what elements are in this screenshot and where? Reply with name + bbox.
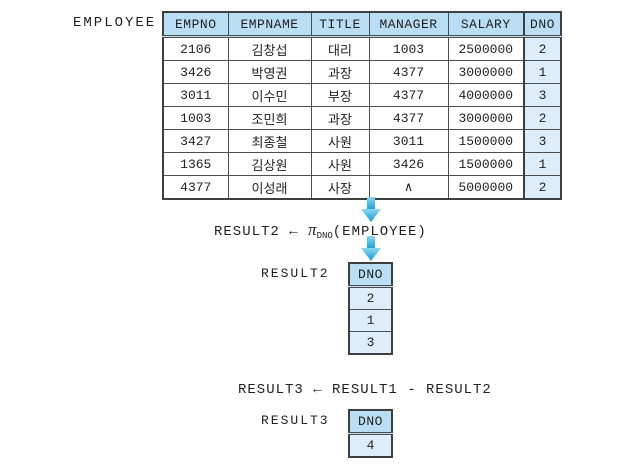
pi-subscript: DNO <box>316 231 333 241</box>
table-cell-dno: 2 <box>523 36 562 61</box>
column-header-dno: DNO <box>348 409 393 435</box>
table-cell: 1500000 <box>447 152 525 176</box>
table-cell: 4000000 <box>447 83 525 107</box>
table-cell-dno: 1 <box>523 152 562 176</box>
employee-header-row: EMPNO EMPNAME TITLE MANAGER SALARY DNO <box>162 11 562 38</box>
table-cell-dno: 4 <box>348 433 393 458</box>
table-row: 4 <box>348 433 393 458</box>
table-cell-dno: 3 <box>523 129 562 153</box>
result3-table: DNO 4 <box>348 409 393 458</box>
table-row: 1 <box>348 309 393 332</box>
table-cell: 박영권 <box>227 60 312 84</box>
table-cell-dno: 3 <box>523 83 562 107</box>
table-cell-dno: 1 <box>523 60 562 84</box>
table-cell-dno: 2 <box>348 286 393 310</box>
table-cell: 사장 <box>310 175 370 200</box>
down-arrow-icon <box>361 236 381 261</box>
column-header-empno: EMPNO <box>162 11 229 38</box>
column-header-salary: SALARY <box>447 11 525 38</box>
table-cell-dno: 2 <box>523 175 562 200</box>
table-cell: 1003 <box>368 36 449 61</box>
table-cell: 1500000 <box>447 129 525 153</box>
result3-relation-label: RESULT3 <box>261 413 330 428</box>
result2-header-row: DNO <box>348 262 393 288</box>
table-row: 3011 이수민 부장 4377 4000000 3 <box>162 83 562 107</box>
table-cell: 3426 <box>162 60 229 84</box>
table-cell: 4377 <box>368 83 449 107</box>
table-row: 3 <box>348 331 393 355</box>
column-header-title: TITLE <box>310 11 370 38</box>
table-row: 2 <box>348 286 393 310</box>
table-cell: 과장 <box>310 106 370 130</box>
table-cell: 부장 <box>310 83 370 107</box>
column-header-empname: EMPNAME <box>227 11 312 38</box>
formula-operand: (EMPLOYEE) <box>332 224 427 240</box>
table-cell: 3427 <box>162 129 229 153</box>
employee-relation-label: EMPLOYEE <box>73 15 157 31</box>
table-cell: 4377 <box>368 106 449 130</box>
table-cell-null-marker: ∧ <box>368 175 449 200</box>
table-row: 1003 조민희 과장 4377 3000000 2 <box>162 106 562 130</box>
column-header-dno: DNO <box>523 11 562 38</box>
assign-arrow: ← <box>289 224 299 240</box>
table-cell: 사원 <box>310 129 370 153</box>
table-cell-dno: 3 <box>348 331 393 355</box>
table-cell: 2106 <box>162 36 229 61</box>
table-cell: 3011 <box>162 83 229 107</box>
table-cell: 3000000 <box>447 106 525 130</box>
table-cell: 이수민 <box>227 83 312 107</box>
table-cell: 5000000 <box>447 175 525 200</box>
table-cell: 사원 <box>310 152 370 176</box>
table-cell: 과장 <box>310 60 370 84</box>
result2-relation-label: RESULT2 <box>261 266 330 281</box>
table-cell: 대리 <box>310 36 370 61</box>
column-header-dno: DNO <box>348 262 393 288</box>
difference-formula: RESULT3 ← RESULT1 - RESULT2 <box>238 382 492 398</box>
table-cell: 김창섭 <box>227 36 312 61</box>
table-row: 2106 김창섭 대리 1003 2500000 2 <box>162 36 562 61</box>
table-row: 4377 이성래 사장 ∧ 5000000 2 <box>162 175 562 200</box>
down-arrow-icon <box>361 197 381 222</box>
table-cell: 김상원 <box>227 152 312 176</box>
result2-table: DNO 2 1 3 <box>348 262 393 355</box>
result3-header-row: DNO <box>348 409 393 435</box>
table-cell: 3000000 <box>447 60 525 84</box>
table-cell-dno: 1 <box>348 309 393 332</box>
table-cell: 3426 <box>368 152 449 176</box>
projection-formula: RESULT2 ← πDNO(EMPLOYEE) <box>214 220 427 241</box>
table-row: 3426 박영권 과장 4377 3000000 1 <box>162 60 562 84</box>
table-cell: 이성래 <box>227 175 312 200</box>
table-cell: 조민희 <box>227 106 312 130</box>
formula-target: RESULT2 <box>214 224 280 240</box>
table-cell: 4377 <box>368 60 449 84</box>
table-cell: 1003 <box>162 106 229 130</box>
table-cell: 최종철 <box>227 129 312 153</box>
column-header-manager: MANAGER <box>368 11 449 38</box>
table-row: 1365 김상원 사원 3426 1500000 1 <box>162 152 562 176</box>
employee-table: EMPNO EMPNAME TITLE MANAGER SALARY DNO 2… <box>162 11 562 200</box>
table-cell: 2500000 <box>447 36 525 61</box>
table-row: 3427 최종철 사원 3011 1500000 3 <box>162 129 562 153</box>
table-cell-dno: 2 <box>523 106 562 130</box>
table-cell: 4377 <box>162 175 229 200</box>
table-cell: 1365 <box>162 152 229 176</box>
pi-operator: π <box>308 220 317 239</box>
table-cell: 3011 <box>368 129 449 153</box>
